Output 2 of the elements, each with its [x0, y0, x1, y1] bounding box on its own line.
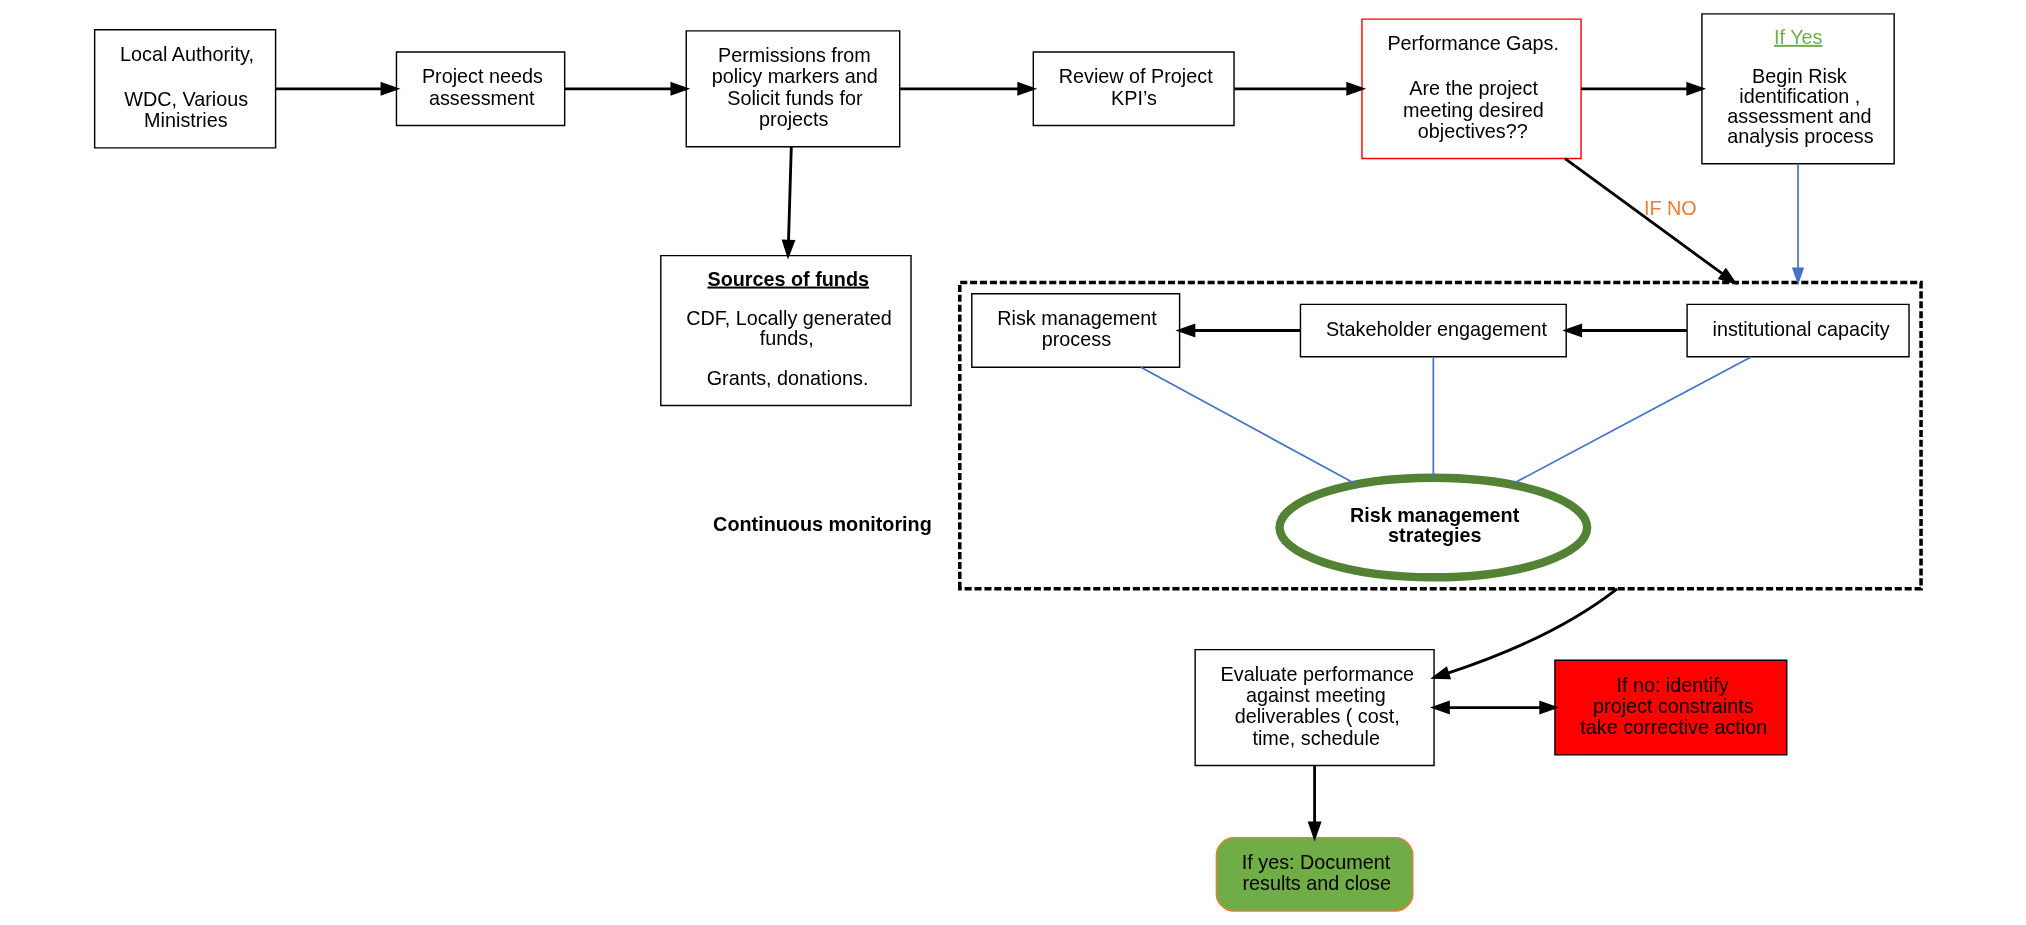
- label: Continuous monitoring: [712, 513, 932, 536]
- edge-label: IF NO: [1643, 196, 1697, 219]
